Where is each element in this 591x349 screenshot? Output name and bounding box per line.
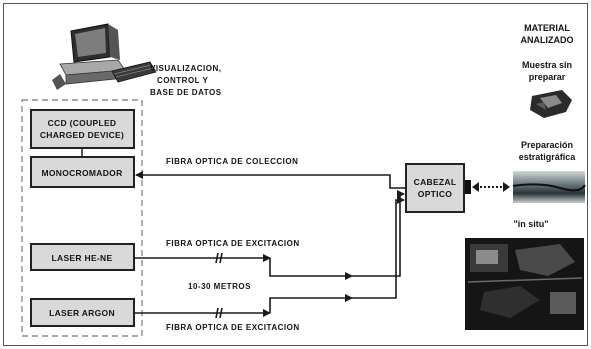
- excitation-fiber-label-top: FIBRA OPTICA DE EXCITACION: [166, 239, 300, 248]
- computer-caption-line3: BASE DE DATOS: [150, 88, 222, 97]
- laser-argon-label: LASER ARGON: [49, 308, 115, 318]
- collection-fiber-label: FIBRA OPTICA DE COLECCION: [166, 157, 298, 166]
- monocromador-label: MONOCROMADOR: [41, 168, 122, 178]
- computer-caption-line1: VISUALIZACION,: [150, 64, 221, 73]
- computer-icon: [52, 24, 156, 90]
- cabezal-label-line2: OPTICO: [418, 189, 452, 199]
- muestra-label-line1: Muestra sin: [522, 60, 572, 70]
- ccd-label-line1: CCD (COUPLED: [48, 118, 117, 128]
- probe-beam-arrow-right: [503, 182, 510, 192]
- in-situ-label: "in situ": [513, 219, 548, 229]
- cabezal-optico-box: [406, 164, 464, 212]
- excitation-fibers: [134, 194, 404, 313]
- ccd-label-line2: CHARGED DEVICE): [40, 130, 124, 140]
- ccd-box: [31, 110, 134, 148]
- cabezal-label-line1: CABEZAL: [414, 177, 457, 187]
- probe-beam-arrow-left: [472, 182, 479, 192]
- material-title-line2: ANALIZADO: [521, 35, 574, 45]
- preparacion-label-line2: estratigráfica: [519, 152, 577, 162]
- muestra-label-line2: preparar: [529, 72, 566, 82]
- cabezal-lens: [465, 180, 471, 194]
- preparacion-label-line1: Preparación: [521, 140, 573, 150]
- in-situ-photo: [465, 238, 584, 330]
- computer-caption-line2: CONTROL Y: [157, 76, 208, 85]
- material-title-line1: MATERIAL: [524, 23, 570, 33]
- collection-fiber: [136, 175, 406, 188]
- raw-sample-image: [530, 90, 572, 118]
- laser-hene-label: LASER HE-NE: [52, 253, 113, 263]
- excitation-fiber-label-bottom: FIBRA OPTICA DE EXCITACION: [166, 323, 300, 332]
- stratigraphic-section-image: [513, 171, 585, 203]
- distance-label: 10-30 METROS: [188, 282, 251, 291]
